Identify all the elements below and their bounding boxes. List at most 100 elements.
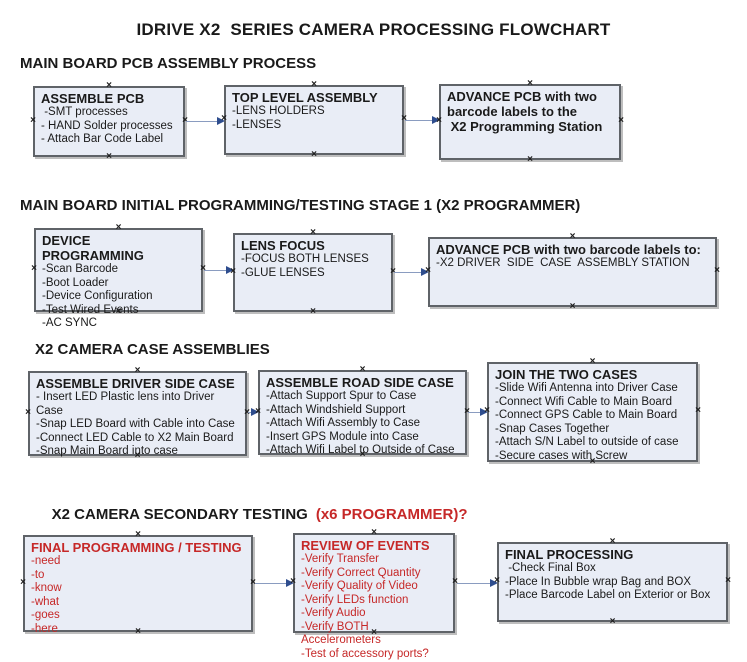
box-item: -Slide Wifi Antenna into Driver Case (495, 382, 678, 394)
connector-anchor-icon: × (618, 115, 624, 126)
arrow-line (255, 582, 288, 584)
box-item: -Verify Quality of Video (301, 580, 418, 592)
flow-box-lens-focus: × × × × LENS FOCUS -FOCUS BOTH LENSES -G… (230, 228, 396, 317)
arrow-lens-focus-to-advance-pcb (394, 268, 429, 277)
arrow-line (405, 119, 434, 121)
arrow-head-icon (226, 266, 234, 274)
box-item: -Scan Barcode (42, 263, 119, 275)
box-item: -need (31, 555, 61, 567)
box-item: - Insert LED Plastic lens into Driver Ca… (36, 391, 218, 417)
box-item: -Attach Wifi Label to Outside of Case (266, 444, 455, 456)
flow-box-review-of-events: × × × × REVIEW OF EVENTS -Verify Transfe… (290, 528, 458, 660)
connector-anchor-icon: × (310, 306, 316, 317)
box-item: -Snap Cases Together (495, 422, 610, 435)
section-heading-secondary-testing: X2 CAMERA SECONDARY TESTING (x6 PROGRAMME… (35, 489, 468, 540)
flow-box-assemble-road-side-case: × × × × ASSEMBLE ROAD SIDE CASE -Attach … (255, 365, 470, 460)
connector-anchor-icon: × (311, 79, 317, 90)
box-item: -Verify Correct Quantity (301, 566, 421, 579)
arrow-road-case-to-join-cases (468, 408, 488, 417)
box-title: ADVANCE PCB with two barcode labels to: (436, 242, 701, 257)
arrow-driver-case-to-road-case (248, 408, 259, 417)
section-heading-red-part: (x6 PROGRAMMER)? (315, 506, 468, 523)
box-item: -Verify BOTH Accelerometers (301, 620, 381, 647)
section-heading-initial-programming: MAIN BOARD INITIAL PROGRAMMING/TESTING S… (20, 197, 581, 214)
arrow-final-programming-to-review (255, 579, 294, 588)
box-title: ADVANCE PCB with two barcode labels to t… (447, 89, 603, 134)
connector-anchor-icon: × (695, 405, 701, 416)
box-item: -AC SYNC (42, 317, 97, 329)
section-heading-black-part: X2 CAMERA SECONDARY TESTING (51, 506, 308, 523)
arrow-assemble-pcb-to-top-level (186, 117, 225, 126)
arrow-line (248, 411, 253, 413)
box-title: FINAL PROGRAMMING / TESTING (31, 540, 242, 555)
arrow-line (204, 269, 228, 271)
box-item: -Snap Main Board into case (36, 445, 178, 457)
connector-anchor-icon: × (310, 227, 316, 238)
arrow-head-icon (217, 117, 225, 125)
flow-box-final-programming-testing: × × × × FINAL PROGRAMMING / TESTING -nee… (20, 530, 256, 637)
connector-anchor-icon: × (20, 576, 26, 588)
connector-anchor-icon: × (25, 406, 31, 418)
box-item: -Test Wired Events (42, 303, 139, 316)
box-title: TOP LEVEL ASSEMBLY (232, 90, 378, 105)
connector-anchor-icon: × (106, 80, 112, 91)
page-title: IDRIVE X2 SERIES CAMERA PROCESSING FLOWC… (136, 20, 611, 39)
arrow-top-level-to-advance-pcb (405, 116, 440, 125)
connector-anchor-icon: × (569, 231, 576, 242)
box-item: -Snap LED Board with Cable into Case (36, 418, 235, 430)
box-title: FINAL PROCESSING (505, 547, 634, 562)
arrow-head-icon (286, 579, 294, 587)
arrow-device-programming-to-lens-focus (204, 266, 234, 275)
connector-anchor-icon: × (527, 78, 533, 89)
box-item: -X2 DRIVER SIDE CASE ASSEMBLY STATION (436, 257, 690, 269)
box-title: DEVICE PROGRAMMING (42, 233, 144, 263)
box-item: -LENSES (232, 118, 282, 131)
flow-box-join-two-cases: × × × × JOIN THE TWO CASES -Slide Wifi A… (484, 357, 701, 467)
flow-box-assemble-driver-side-case: × × × × ASSEMBLE DRIVER SIDE CASE - Inse… (25, 366, 250, 461)
arrow-head-icon (490, 579, 498, 587)
arrow-head-icon (251, 408, 259, 416)
connector-anchor-icon: × (527, 154, 533, 165)
box-item: -Place Barcode Label on Exterior or Box (505, 589, 711, 601)
arrow-head-icon (480, 408, 488, 416)
box-item: -Place In Bubble wrap Bag and BOX (505, 575, 692, 588)
box-item: -Verify Audio (301, 607, 366, 619)
box-item: -Connect GPS Cable to Main Board (495, 409, 678, 421)
box-item: -Attach Support Spur to Case (266, 390, 417, 402)
box-title: ASSEMBLE ROAD SIDE CASE (266, 375, 454, 390)
connector-anchor-icon: × (311, 149, 317, 160)
box-item: -GLUE LENSES (241, 266, 325, 279)
box-item: -goes (31, 609, 60, 621)
connector-anchor-icon: × (714, 265, 720, 276)
box-item: -know (31, 582, 62, 594)
box-item: -Attach S/N Label to outside of case (495, 436, 679, 448)
connector-anchor-icon: × (569, 301, 576, 312)
flow-box-final-processing: × × × × FINAL PROCESSING -Check Final Bo… (494, 537, 731, 627)
flow-box-advance-pcb-programming-station: × × × × ADVANCE PCB with two barcode lab… (436, 79, 624, 165)
connector-anchor-icon: × (359, 364, 366, 375)
arrow-head-icon (432, 116, 440, 124)
box-item: -Attach Windshield Support (266, 403, 406, 416)
box-item: -Verify LEDs function (301, 593, 409, 606)
connector-anchor-icon: × (115, 222, 122, 233)
box-item: - HAND Solder processes (41, 119, 173, 132)
arrow-line (468, 411, 482, 413)
flow-box-advance-pcb-driver-side: × × × × ADVANCE PCB with two barcode lab… (425, 232, 720, 312)
box-title: ASSEMBLE PCB (41, 91, 145, 106)
connector-anchor-icon: × (134, 365, 141, 376)
box-item: -Device Configuration (42, 290, 153, 302)
flow-box-top-level-assembly: × × × × TOP LEVEL ASSEMBLY -LENS HOLDERS… (221, 80, 407, 160)
arrow-line (394, 271, 423, 273)
box-item: -Connect LED Cable to X2 Main Board (36, 431, 234, 444)
section-heading-pcb-assembly: MAIN BOARD PCB ASSEMBLY PROCESS (20, 55, 317, 72)
box-title: ASSEMBLE DRIVER SIDE CASE (36, 376, 235, 391)
box-item: -here (31, 622, 58, 635)
connector-anchor-icon: × (725, 575, 731, 586)
box-item: -Connect Wifi Cable to Main Board (495, 395, 673, 408)
section-heading-case-assemblies: X2 CAMERA CASE ASSEMBLIES (35, 341, 270, 358)
box-item: -LENS HOLDERS (232, 105, 325, 117)
connector-anchor-icon: × (609, 536, 616, 547)
arrow-line (186, 120, 219, 122)
connector-anchor-icon: × (589, 356, 596, 367)
